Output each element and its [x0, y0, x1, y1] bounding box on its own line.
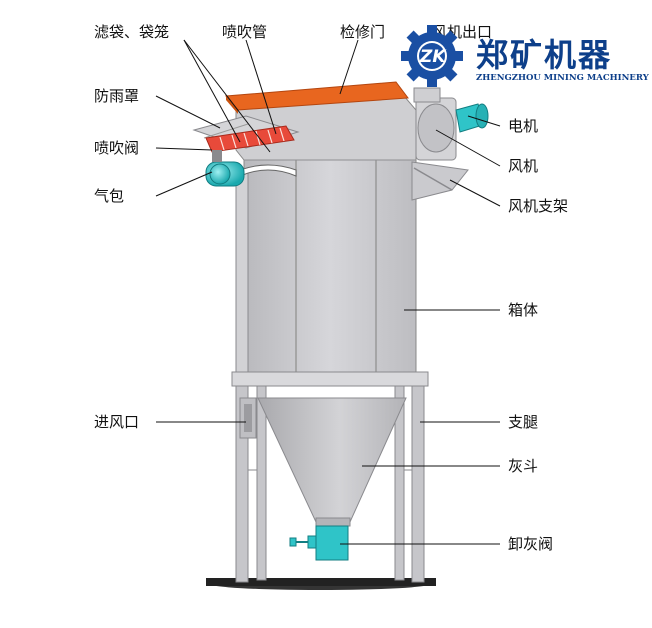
label-access-door: 检修门 — [340, 23, 385, 41]
label-pulse-valve: 喷吹阀 — [94, 139, 139, 157]
blow-pipe-manifold — [205, 125, 297, 177]
label-housing: 箱体 — [508, 301, 538, 319]
brand-logo: ZK — [401, 25, 463, 87]
label-legs: 支腿 — [508, 413, 538, 431]
label-air-bag: 气包 — [94, 187, 124, 205]
label-rain-cover: 防雨罩 — [94, 87, 139, 105]
label-air-inlet: 进风口 — [94, 413, 139, 431]
air-inlet — [239, 397, 257, 439]
label-filter-bag-cage: 滤袋、袋笼 — [94, 23, 169, 41]
housing — [224, 81, 429, 387]
fan-assembly — [411, 87, 489, 201]
brand-name-cn: 郑矿机器 — [476, 36, 612, 74]
label-fan: 风机 — [508, 157, 538, 175]
discharge-valve — [289, 525, 349, 561]
leader-lines — [155, 39, 501, 545]
support-legs — [235, 377, 425, 583]
label-motor: 电机 — [508, 117, 538, 135]
logo-text: ZK — [419, 47, 447, 67]
label-blow-pipe: 喷吹管 — [222, 23, 267, 41]
brand-name-en: ZHENGZHOU MINING MACHINERY — [476, 73, 650, 83]
label-discharge-valve: 卸灰阀 — [508, 535, 553, 553]
ground-shadow-strip — [206, 578, 436, 586]
label-ash-hopper: 灰斗 — [508, 457, 538, 475]
label-fan-bracket: 风机支架 — [508, 197, 568, 215]
air-bag-tank — [205, 150, 245, 187]
ash-hopper — [257, 397, 407, 527]
